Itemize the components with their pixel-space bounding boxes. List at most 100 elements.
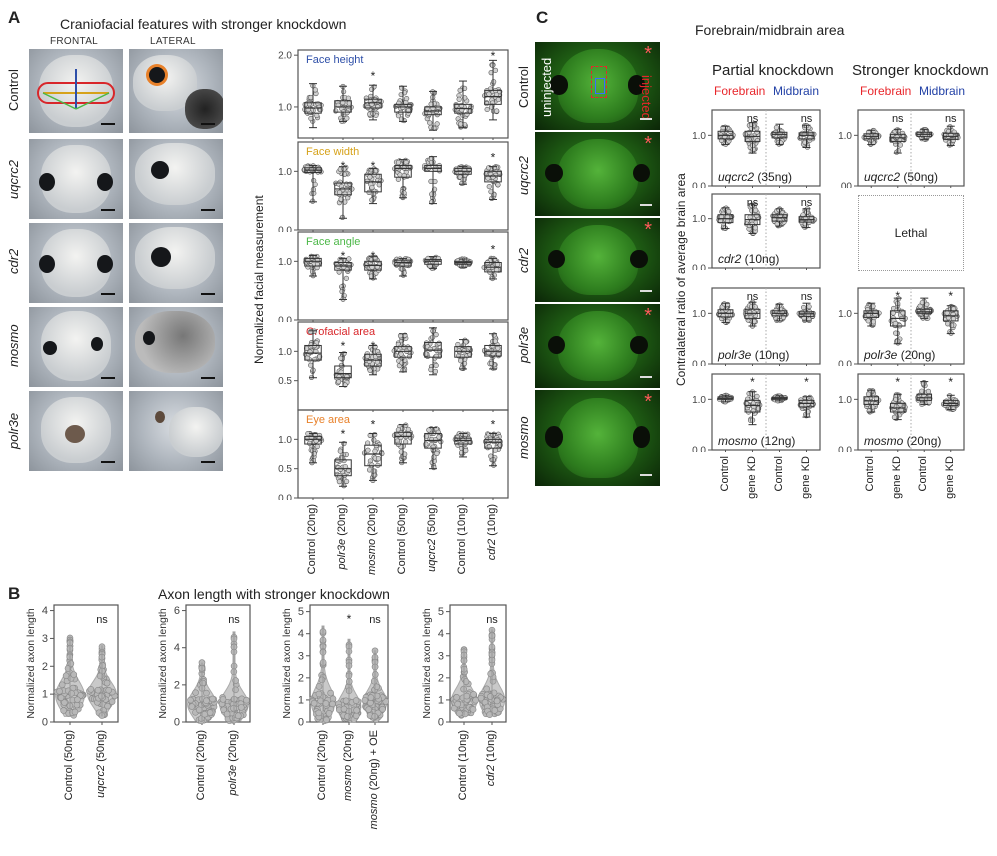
data-point (337, 448, 343, 454)
data-point (315, 690, 323, 698)
photo-mosmo-frontal (28, 306, 124, 388)
data-point (491, 79, 497, 85)
y-axis-label: Normalized axon length (157, 608, 169, 718)
significance-label: * (341, 159, 346, 173)
significance-label: * (491, 49, 496, 63)
gene-name: uqcrc2 (718, 170, 754, 184)
data-point (947, 124, 953, 130)
group-1: ns (744, 197, 762, 236)
data-point (98, 692, 105, 700)
data-point (433, 353, 439, 359)
y-tick-label: 2 (298, 672, 304, 684)
data-point (315, 709, 323, 717)
data-point (486, 91, 492, 97)
group-5 (452, 431, 474, 458)
category-name: cdr2 (485, 764, 497, 787)
group-0 (861, 127, 882, 147)
y-axis-label: Normalized axon length (421, 608, 433, 718)
data-point (238, 704, 245, 711)
data-point (754, 137, 761, 144)
y-tick-label: 1.0 (278, 347, 292, 358)
y-tick-label: 1.0 (838, 309, 852, 320)
data-point (865, 318, 871, 324)
y-tick-label: 4 (438, 628, 444, 640)
data-point (434, 450, 440, 456)
data-point (103, 679, 111, 687)
row-label-polr3e: polr3e (6, 412, 21, 450)
data-point (60, 707, 67, 714)
group-4 (422, 326, 443, 376)
group-2: ns (361, 614, 390, 723)
data-point (308, 362, 314, 368)
dose: (20ng) (903, 434, 941, 448)
chart-title: Eye area (306, 414, 351, 426)
stronger-knockdown-title: Stronger knockdown (852, 62, 989, 79)
partial-forebrain-legend: Forebrain (714, 84, 766, 98)
y-tick-label: 0 (298, 717, 304, 727)
data-point (318, 676, 326, 684)
data-point (305, 264, 311, 270)
data-point (219, 696, 227, 703)
group-1: * (888, 289, 908, 346)
photo-control-frontal (28, 48, 124, 134)
data-point (94, 686, 102, 694)
data-point (462, 431, 469, 437)
group-3 (391, 422, 415, 466)
data-point (403, 439, 409, 445)
x-axis-category-label: polr3e (20ng) (336, 504, 348, 569)
injected-side-asterisk: * (644, 305, 652, 327)
group-0 (450, 646, 479, 719)
group-3 (392, 256, 414, 278)
box (364, 444, 382, 467)
data-point (490, 174, 496, 180)
significance-label: ns (801, 113, 813, 125)
data-point (340, 705, 348, 713)
box (484, 89, 502, 105)
data-point (463, 447, 469, 454)
group-4 (423, 426, 444, 471)
gene-name: mosmo (718, 434, 758, 448)
data-point (336, 374, 342, 380)
group-0 (302, 83, 324, 129)
data-point (747, 310, 753, 316)
y-tick-label: 1.0 (278, 435, 292, 446)
dose: (35ng) (754, 170, 792, 184)
data-point (335, 457, 341, 464)
data-point (344, 713, 351, 720)
group-3: * (797, 375, 816, 419)
photo-mosmo-lateral (128, 306, 224, 388)
data-point (491, 707, 498, 714)
category-dose: (10ng) (485, 730, 497, 765)
significance-label: ns (747, 197, 759, 209)
y-axis-label: Normalized axon length (281, 608, 293, 718)
group-1: * (333, 249, 354, 302)
row-label-control: Control (6, 69, 21, 111)
data-point (426, 427, 432, 433)
data-point (230, 704, 237, 712)
data-point (434, 121, 440, 127)
data-point (457, 87, 463, 93)
y-tick-label: 0.5 (278, 376, 292, 387)
group-2: * (362, 69, 384, 121)
significance-label: ns (945, 113, 957, 125)
data-point (62, 672, 70, 680)
y-tick-label: 0.5 (278, 464, 292, 475)
data-point (754, 393, 760, 400)
group-6: * (483, 417, 503, 468)
data-point (344, 115, 350, 121)
group-2: * (364, 159, 384, 205)
data-point (71, 708, 79, 716)
face-measurement-overlay (37, 69, 115, 110)
category-name: Control (63, 764, 75, 801)
y-tick-label: 3 (298, 650, 304, 662)
